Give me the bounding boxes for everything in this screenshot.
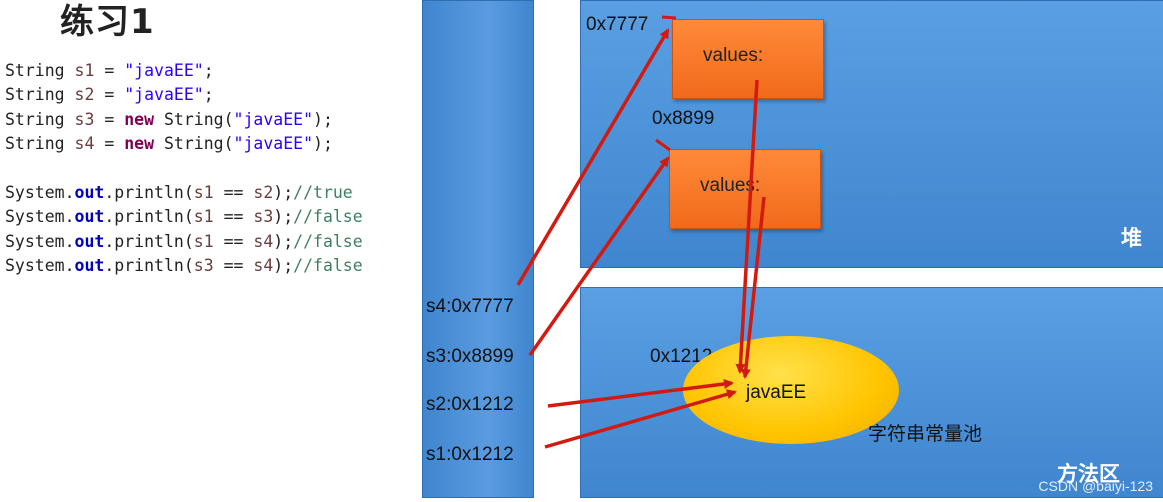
heap-label: 堆 <box>1121 226 1142 250</box>
code-variable: s1 <box>193 207 214 227</box>
code-keyword: new <box>124 109 155 129</box>
code-string: "javaEE" <box>233 133 314 153</box>
stack-var-s4: s4:0x7777 <box>426 296 514 317</box>
code-line: String s1 = "javaEE"; <box>5 59 214 83</box>
code-end: ); <box>313 133 333 153</box>
code-comment: //false <box>293 207 363 227</box>
code-call: String( <box>154 133 234 153</box>
code-end: ); <box>273 207 294 227</box>
pool-address: 0x1212 <box>650 346 713 367</box>
code-line: System.out.println(s3 == s4);//false <box>5 254 363 278</box>
code-class: System. <box>5 183 75 202</box>
arrow-heap1-value-to-pool <box>740 196 766 379</box>
code-call: .println( <box>104 255 194 275</box>
code-comment: //true <box>293 183 353 202</box>
heap-object-field: values: <box>700 175 761 196</box>
code-call: String( <box>154 109 234 129</box>
code-variable: s3 <box>193 255 214 275</box>
stack-var-s1: s1:0x1212 <box>426 444 514 465</box>
pool-value: javaEE <box>746 382 807 403</box>
code-call: .println( <box>104 183 194 202</box>
code-end: ; <box>203 61 214 80</box>
arrow-s3-to-heap-0x8899 <box>528 156 670 357</box>
code-class: System. <box>5 231 75 251</box>
code-variable: s1 <box>193 183 214 202</box>
code-variable: s3 <box>74 109 95 129</box>
code-variable: s1 <box>74 61 95 80</box>
arrow-s1-to-pool <box>544 389 737 449</box>
heap-object-address: 0x7777 <box>586 14 649 35</box>
code-type: String <box>5 85 75 105</box>
code-comment: //false <box>293 255 363 275</box>
code-operator: = <box>94 85 125 105</box>
code-line: System.out.println(s1 == s4);//false <box>5 230 363 254</box>
code-line: String s3 = new String("javaEE"); <box>5 108 333 132</box>
stack-var-s2: s2:0x1212 <box>426 394 514 415</box>
code-variable: s4 <box>253 231 274 251</box>
heap-object-box: values: <box>672 19 824 99</box>
code-variable: s3 <box>253 207 274 227</box>
code-operator: == <box>213 231 254 251</box>
code-operator: == <box>213 207 254 227</box>
exercise-title: 练习1 <box>60 2 155 42</box>
code-variable: s1 <box>193 231 214 251</box>
pool-label: 字符串常量池 <box>868 424 983 445</box>
code-call: .println( <box>104 207 194 227</box>
code-variable: s2 <box>74 85 95 105</box>
code-end: ); <box>313 109 333 129</box>
code-type: String <box>5 133 75 153</box>
watermark: CSDN @baiyi-123 <box>1038 478 1153 494</box>
code-variable: s2 <box>253 183 274 202</box>
code-operator: == <box>213 183 254 202</box>
code-string: "javaEE" <box>233 109 314 129</box>
arrow-heap0-value-to-pool <box>735 79 759 374</box>
heap-object-field: values: <box>703 45 764 66</box>
code-operator: = <box>94 61 125 80</box>
method-area-label: 方法区 <box>1057 462 1120 486</box>
code-line: System.out.println(s1 == s3);//false <box>5 205 363 229</box>
heap-object-address: 0x8899 <box>652 108 715 129</box>
code-line: String s2 = "javaEE"; <box>5 83 214 107</box>
code-end: ); <box>273 231 294 251</box>
code-variable: s4 <box>74 133 95 153</box>
string-constant-pool <box>683 336 899 444</box>
code-end: ); <box>273 183 294 202</box>
code-class: System. <box>5 255 75 275</box>
code-class: System. <box>5 207 75 227</box>
code-field: out <box>74 207 105 227</box>
arrow-s2-to-pool <box>547 379 734 408</box>
code-field: out <box>74 231 105 251</box>
heap-object-box: values: <box>669 149 821 229</box>
code-type: String <box>5 61 75 80</box>
code-type: String <box>5 109 75 129</box>
code-keyword: new <box>124 133 155 153</box>
code-operator: = <box>94 109 125 129</box>
code-end: ; <box>203 85 214 105</box>
code-string: "javaEE" <box>124 85 204 105</box>
code-end: ); <box>273 255 294 275</box>
code-variable: s4 <box>253 255 274 275</box>
code-operator: == <box>213 255 254 275</box>
stack-region <box>422 0 534 498</box>
code-call: .println( <box>104 231 194 251</box>
code-comment: //false <box>293 231 363 251</box>
code-field: out <box>74 255 105 275</box>
stack-var-s3: s3:0x8899 <box>426 346 514 367</box>
code-line: System.out.println(s1 == s2);//true <box>5 181 353 205</box>
code-string: "javaEE" <box>124 61 204 80</box>
code-field: out <box>74 183 105 202</box>
code-operator: = <box>94 133 125 153</box>
code-line: String s4 = new String("javaEE"); <box>5 132 333 156</box>
arrow-s4-to-heap-0x7777 <box>516 28 670 286</box>
